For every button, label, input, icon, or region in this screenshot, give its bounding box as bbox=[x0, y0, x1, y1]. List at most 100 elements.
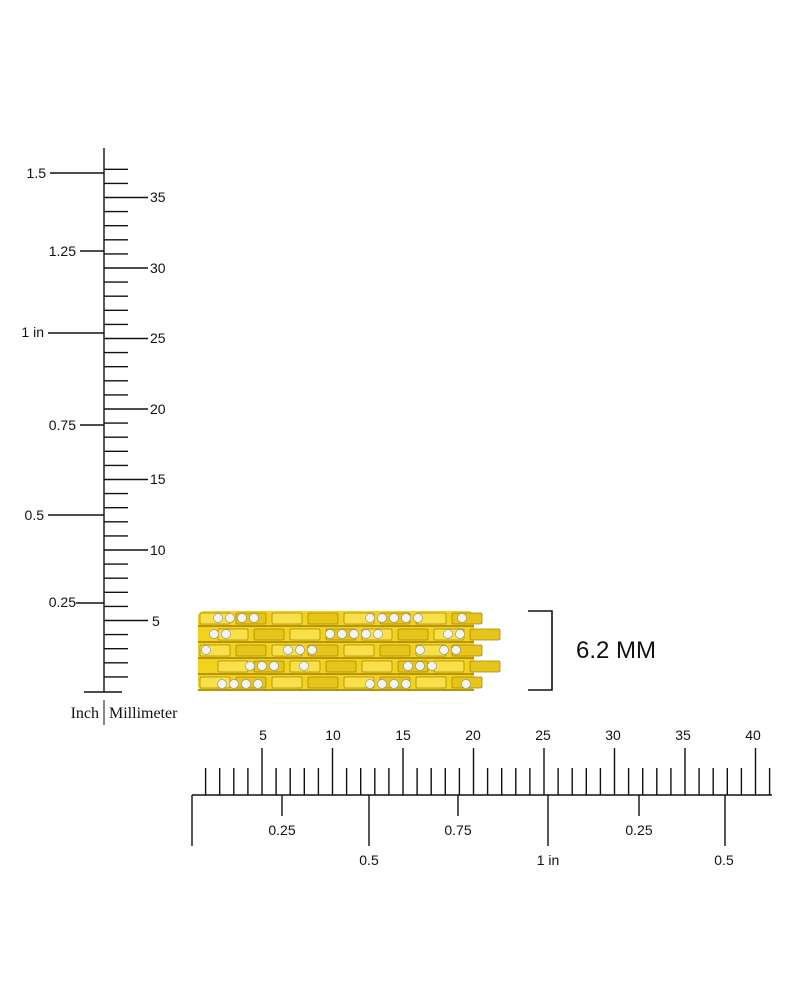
horizontal-inch-ticks bbox=[281, 795, 726, 846]
h-mm-label: 40 bbox=[745, 727, 761, 743]
ring-band-image bbox=[198, 611, 501, 691]
v-inch-label: 1.5 bbox=[27, 165, 47, 181]
diamond-stone bbox=[403, 661, 413, 671]
height-bracket bbox=[528, 610, 553, 691]
ring-link bbox=[271, 676, 303, 689]
ring-link bbox=[271, 612, 303, 625]
v-mm-label: 10 bbox=[150, 542, 166, 558]
diamond-stone bbox=[455, 629, 465, 639]
diamond-stone bbox=[451, 645, 461, 655]
diamond-stone bbox=[213, 613, 223, 623]
v-inch-label: 0.5 bbox=[25, 507, 45, 523]
diamond-stone bbox=[361, 629, 371, 639]
ring-row-gap bbox=[198, 673, 474, 675]
v-mm-label: 5 bbox=[152, 613, 160, 629]
diamond-stone bbox=[217, 679, 227, 689]
v-inch-label: 1 in bbox=[21, 324, 44, 340]
h-inch-label: 0.5 bbox=[359, 852, 379, 868]
vertical-ruler bbox=[48, 148, 148, 693]
h-mm-label: 10 bbox=[325, 727, 341, 743]
diamond-stone bbox=[415, 661, 425, 671]
ring-link bbox=[415, 676, 447, 689]
diamond-stone bbox=[245, 661, 255, 671]
ring-link bbox=[361, 660, 393, 673]
diamond-stone bbox=[349, 629, 359, 639]
diamond-stone bbox=[201, 645, 211, 655]
horizontal-inch-labels: 0.25 0.5 0.75 1 in 0.25 0.5 bbox=[268, 822, 734, 868]
diamond-stone bbox=[225, 613, 235, 623]
h-mm-label: 35 bbox=[675, 727, 691, 743]
diamond-stone bbox=[401, 613, 411, 623]
v-mm-label: 35 bbox=[150, 189, 166, 205]
h-inch-label: 0.25 bbox=[268, 822, 295, 838]
diamond-stone bbox=[325, 629, 335, 639]
v-mm-label: 15 bbox=[150, 471, 166, 487]
vertical-mm-ticks bbox=[104, 168, 148, 678]
diamond-stone bbox=[443, 629, 453, 639]
h-mm-label: 25 bbox=[535, 727, 551, 743]
ring-link bbox=[307, 612, 339, 625]
h-inch-label: 0.25 bbox=[625, 822, 652, 838]
ring-link bbox=[253, 628, 285, 641]
h-mm-label: 5 bbox=[259, 727, 267, 743]
ring-row-gap bbox=[198, 689, 474, 691]
horizontal-ruler bbox=[191, 748, 772, 846]
h-inch-label: 0.75 bbox=[444, 822, 471, 838]
diamond-stone bbox=[337, 629, 347, 639]
v-inch-label: 0.75 bbox=[49, 417, 76, 433]
diamond-stone bbox=[299, 661, 309, 671]
diamond-stone bbox=[241, 679, 251, 689]
ring-link bbox=[397, 628, 429, 641]
diamond-stone bbox=[269, 661, 279, 671]
diamond-stone bbox=[427, 661, 437, 671]
horizontal-mm-ticks bbox=[204, 748, 771, 795]
v-inch-label: 1.25 bbox=[49, 243, 76, 259]
v-mm-label: 30 bbox=[150, 260, 166, 276]
diamond-stone bbox=[413, 613, 423, 623]
mm-caption: Millimeter bbox=[109, 705, 178, 722]
diamond-stone bbox=[295, 645, 305, 655]
diamond-stone bbox=[249, 613, 259, 623]
v-inch-label: 0.25 bbox=[49, 594, 76, 610]
height-measurement-label: 6.2 MM bbox=[576, 637, 656, 664]
diamond-stone bbox=[377, 679, 387, 689]
h-mm-label: 20 bbox=[465, 727, 481, 743]
vertical-inch-labels: 0.25 0.5 0.75 1 in 1.25 1.5 bbox=[21, 165, 76, 610]
diamond-stone bbox=[283, 645, 293, 655]
h-mm-label: 15 bbox=[395, 727, 411, 743]
ring-link bbox=[343, 644, 375, 657]
diamond-stone bbox=[389, 679, 399, 689]
diamond-stone bbox=[209, 629, 219, 639]
ring-link bbox=[379, 644, 411, 657]
ring-link bbox=[325, 660, 357, 673]
v-mm-label: 20 bbox=[150, 401, 166, 417]
diamond-stone bbox=[257, 661, 267, 671]
ring-row-gap bbox=[198, 657, 474, 659]
h-mm-label: 30 bbox=[605, 727, 621, 743]
diamond-stone bbox=[365, 613, 375, 623]
h-inch-label: 1 in bbox=[537, 852, 560, 868]
diamond-stone bbox=[389, 613, 399, 623]
diamond-stone bbox=[415, 645, 425, 655]
diamond-stone bbox=[377, 613, 387, 623]
diamond-stone bbox=[365, 679, 375, 689]
diamond-stone bbox=[457, 613, 467, 623]
ring-link bbox=[307, 676, 339, 689]
ring-link bbox=[235, 644, 267, 657]
vertical-inch-ticks bbox=[48, 172, 104, 604]
ring-row-gap bbox=[198, 641, 474, 643]
v-mm-label: 25 bbox=[150, 330, 166, 346]
horizontal-mm-labels: 5 10 15 20 25 30 35 40 bbox=[259, 727, 761, 743]
inch-caption: Inch bbox=[71, 705, 99, 722]
diamond-stone bbox=[237, 613, 247, 623]
ring-link bbox=[469, 628, 501, 641]
ring-link bbox=[469, 660, 501, 673]
diamond-stone bbox=[253, 679, 263, 689]
diamond-stone bbox=[461, 679, 471, 689]
ring-link bbox=[217, 660, 249, 673]
vertical-mm-labels: 5 10 15 20 25 30 35 bbox=[150, 189, 166, 629]
ring-row-gap bbox=[198, 625, 474, 627]
diamond-stone bbox=[439, 645, 449, 655]
diamond-stone bbox=[401, 679, 411, 689]
